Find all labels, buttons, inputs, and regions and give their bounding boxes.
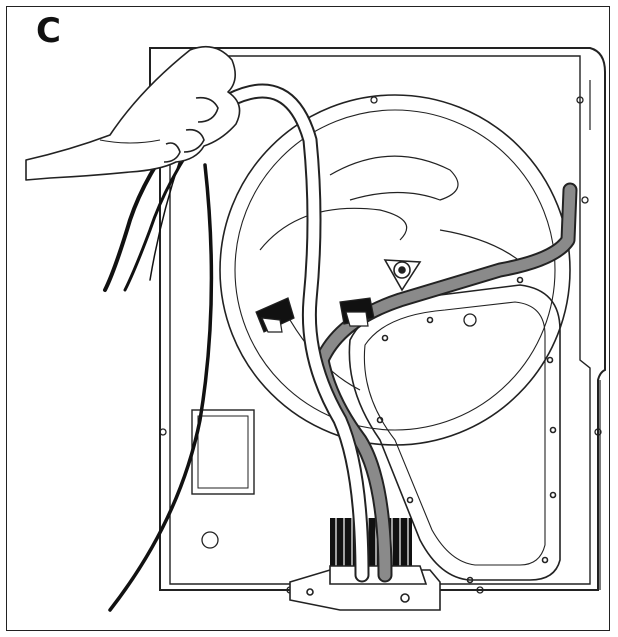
drum-bearing <box>383 259 422 292</box>
step-label: C <box>36 11 61 51</box>
hand-illustration <box>25 45 241 181</box>
inlet-hose-white <box>222 83 370 583</box>
bottom-vent-grille <box>330 518 412 566</box>
service-panel-left <box>191 409 255 495</box>
hose-clip-right <box>339 297 375 327</box>
drum-back-plate <box>219 94 571 446</box>
panel-screws <box>159 96 602 594</box>
hose-clip-left <box>255 297 295 333</box>
